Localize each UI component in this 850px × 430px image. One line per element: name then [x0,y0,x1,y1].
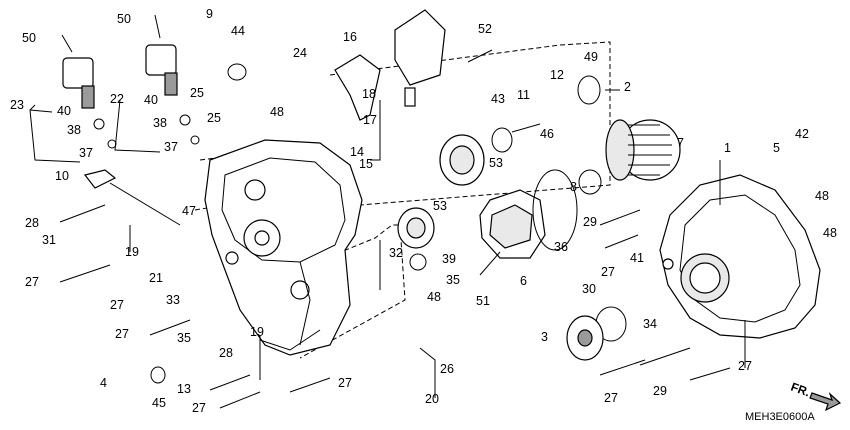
callout-32: 32 [389,246,403,260]
callout-3: 3 [541,330,548,344]
callout-10: 10 [55,169,69,183]
bolts [59,14,731,409]
callout-53: 53 [433,199,447,213]
callout-17: 17 [363,113,377,127]
left-crankcase-cover [204,139,363,356]
callout-27: 27 [25,275,39,289]
callout-34: 34 [643,317,657,331]
callout-27: 27 [338,376,352,390]
callout-27: 27 [738,359,752,373]
callout-22: 22 [110,92,124,106]
callout-48: 48 [270,105,284,119]
callout-37: 37 [164,140,178,154]
callout-16: 16 [343,30,357,44]
callout-35: 35 [177,331,191,345]
callout-41: 41 [630,251,644,265]
callout-31: 31 [42,233,56,247]
callout-39: 39 [442,252,456,266]
callout-2: 2 [624,80,631,94]
right-crankcase-cover [659,174,821,339]
callout-28: 28 [25,216,39,230]
callout-47: 47 [182,204,196,218]
callout-42: 42 [795,127,809,141]
callout-27: 27 [115,327,129,341]
fr-label: FR. [789,380,812,400]
callout-25: 25 [207,111,221,125]
callout-21: 21 [149,271,163,285]
callout-26: 26 [440,362,454,376]
callout-25: 25 [190,86,204,100]
callout-8: 8 [570,180,577,194]
callout-27: 27 [604,391,618,405]
callout-6: 6 [520,274,527,288]
callout-24: 24 [293,46,307,60]
callout-49: 49 [584,50,598,64]
callout-20: 20 [425,392,439,406]
callout-40: 40 [144,93,158,107]
callout-33: 33 [166,293,180,307]
callout-52: 52 [478,22,492,36]
callout-19: 19 [125,245,139,259]
callout-7: 7 [677,136,684,150]
callout-4: 4 [100,376,107,390]
brackets [334,9,446,121]
callout-15: 15 [359,157,373,171]
front-direction-arrow-icon [809,392,842,412]
callout-27: 27 [601,265,615,279]
leader-lines [29,89,746,398]
callout-46: 46 [540,127,554,141]
callout-36: 36 [554,240,568,254]
callout-40: 40 [57,104,71,118]
callout-53: 53 [489,156,503,170]
callout-50: 50 [22,31,36,45]
callout-48: 48 [427,290,441,304]
callout-48: 48 [823,226,837,240]
callout-51: 51 [476,294,490,308]
oil-filter [605,119,681,181]
solenoid-valves [62,44,200,149]
callout-18: 18 [362,87,376,101]
callout-30: 30 [582,282,596,296]
pulser-cover [479,189,546,259]
dipstick [83,169,181,226]
callout-13: 13 [177,382,191,396]
callout-35: 35 [446,273,460,287]
callout-12: 12 [550,68,564,82]
callout-19: 19 [250,325,264,339]
callout-28: 28 [219,346,233,360]
callout-29: 29 [653,384,667,398]
bearings [397,134,485,249]
callout-38: 38 [153,116,167,130]
callout-1: 1 [724,141,731,155]
callout-43: 43 [491,92,505,106]
callout-14: 14 [350,145,364,159]
callout-29: 29 [583,215,597,229]
callout-44: 44 [231,24,245,38]
diagram-code: MEH3E0600A [745,411,815,423]
callout-11: 11 [517,88,530,102]
callout-45: 45 [152,396,166,410]
callout-27: 27 [110,298,124,312]
callout-23: 23 [10,98,24,112]
callout-9: 9 [206,7,213,21]
callout-37: 37 [79,146,93,160]
callout-27: 27 [192,401,206,415]
callout-5: 5 [773,141,780,155]
callout-38: 38 [67,123,81,137]
callout-50: 50 [117,12,131,26]
callout-48: 48 [815,189,829,203]
cover-disc [566,315,604,361]
